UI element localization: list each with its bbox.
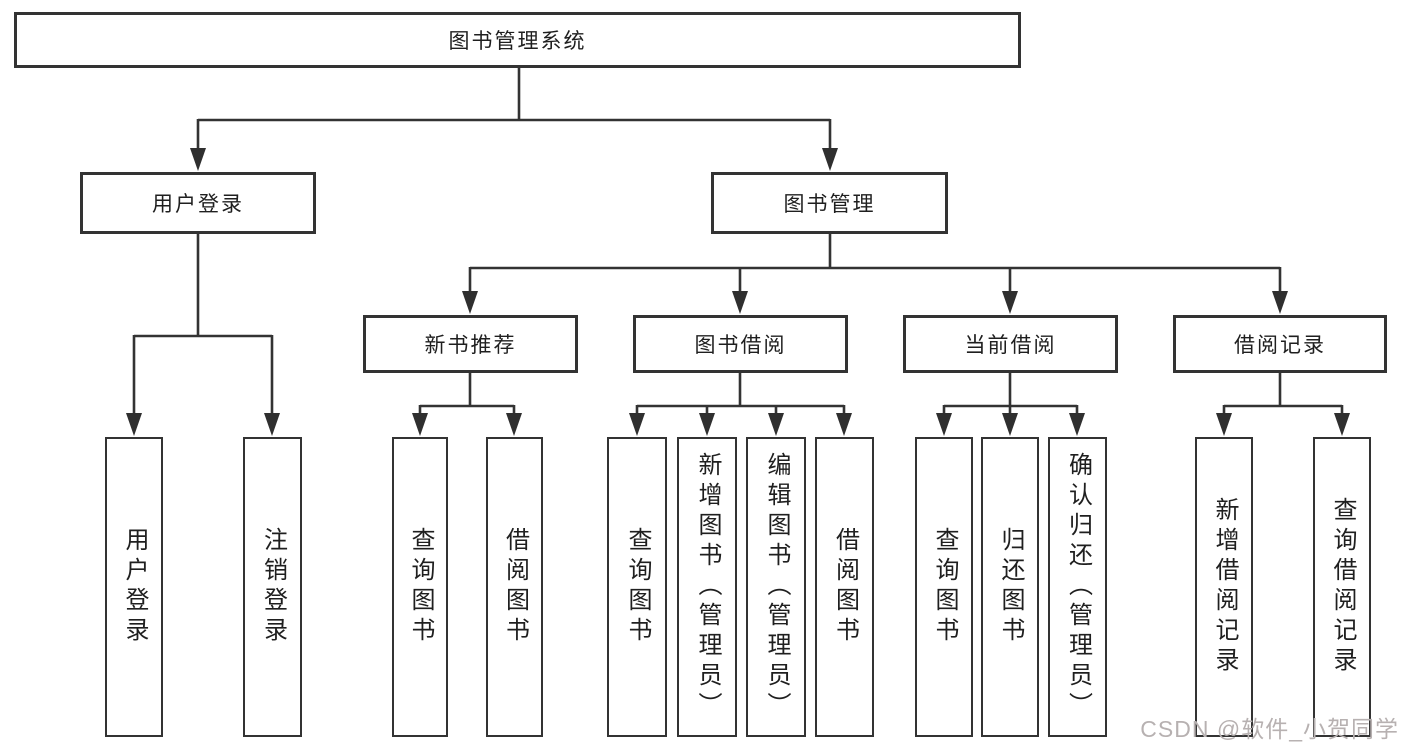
leaf-user-login: 用户登录 [105, 437, 163, 737]
node-book-management-label: 图书管理 [783, 193, 876, 216]
leaf-label: 借阅图书 [501, 527, 529, 647]
node-new-book-recommend: 新书推荐 [363, 315, 578, 373]
leaf-label: 新增借阅记录 [1211, 497, 1238, 677]
node-borrow-record-label: 借阅记录 [1234, 334, 1326, 357]
node-root: 图书管理系统 [14, 12, 1021, 68]
node-book-borrow-label: 图书借阅 [694, 334, 787, 357]
leaf-label: 查询图书 [931, 527, 958, 647]
node-current-borrow: 当前借阅 [903, 315, 1118, 373]
leaf-query-books-3: 查询图书 [915, 437, 973, 737]
node-borrow-record: 借阅记录 [1173, 315, 1387, 373]
arrowheads [126, 148, 1350, 436]
leaf-query-books-2: 查询图书 [607, 437, 667, 737]
node-user-login-label: 用户登录 [152, 193, 244, 216]
leaf-edit-books-admin: 编辑图书（管理员） [746, 437, 806, 737]
leaf-label: 用户登录 [121, 527, 148, 647]
node-current-borrow-label: 当前借阅 [964, 334, 1057, 357]
leaf-confirm-return-admin: 确认归还（管理员） [1048, 437, 1107, 737]
leaf-query-books-1: 查询图书 [392, 437, 448, 737]
node-book-management: 图书管理 [711, 172, 948, 234]
leaf-borrow-books-1: 借阅图书 [486, 437, 543, 737]
leaf-return-books: 归还图书 [981, 437, 1039, 737]
leaf-query-borrow-record: 查询借阅记录 [1313, 437, 1371, 737]
leaf-label: 借阅图书 [831, 527, 859, 647]
leaf-add-borrow-record: 新增借阅记录 [1195, 437, 1253, 737]
node-new-book-recommend-label: 新书推荐 [424, 334, 517, 357]
leaf-logout: 注销登录 [243, 437, 302, 737]
leaf-label: 查询图书 [624, 527, 651, 647]
node-user-login: 用户登录 [80, 172, 316, 234]
leaf-label: 新增图书（管理员） [694, 452, 721, 722]
node-book-borrow: 图书借阅 [633, 315, 848, 373]
leaf-add-books-admin: 新增图书（管理员） [677, 437, 737, 737]
leaf-label: 注销登录 [259, 527, 287, 647]
leaf-label: 查询借阅记录 [1329, 497, 1356, 677]
csdn-watermark: CSDN @软件_小贺同学 [1140, 716, 1399, 742]
leaf-borrow-books-2: 借阅图书 [815, 437, 874, 737]
leaf-label: 确认归还（管理员） [1064, 452, 1092, 722]
node-root-label: 图书管理系统 [448, 30, 587, 53]
leaf-label: 查询图书 [407, 527, 434, 647]
leaf-label: 编辑图书（管理员） [763, 452, 790, 722]
leaf-label: 归还图书 [997, 527, 1024, 647]
